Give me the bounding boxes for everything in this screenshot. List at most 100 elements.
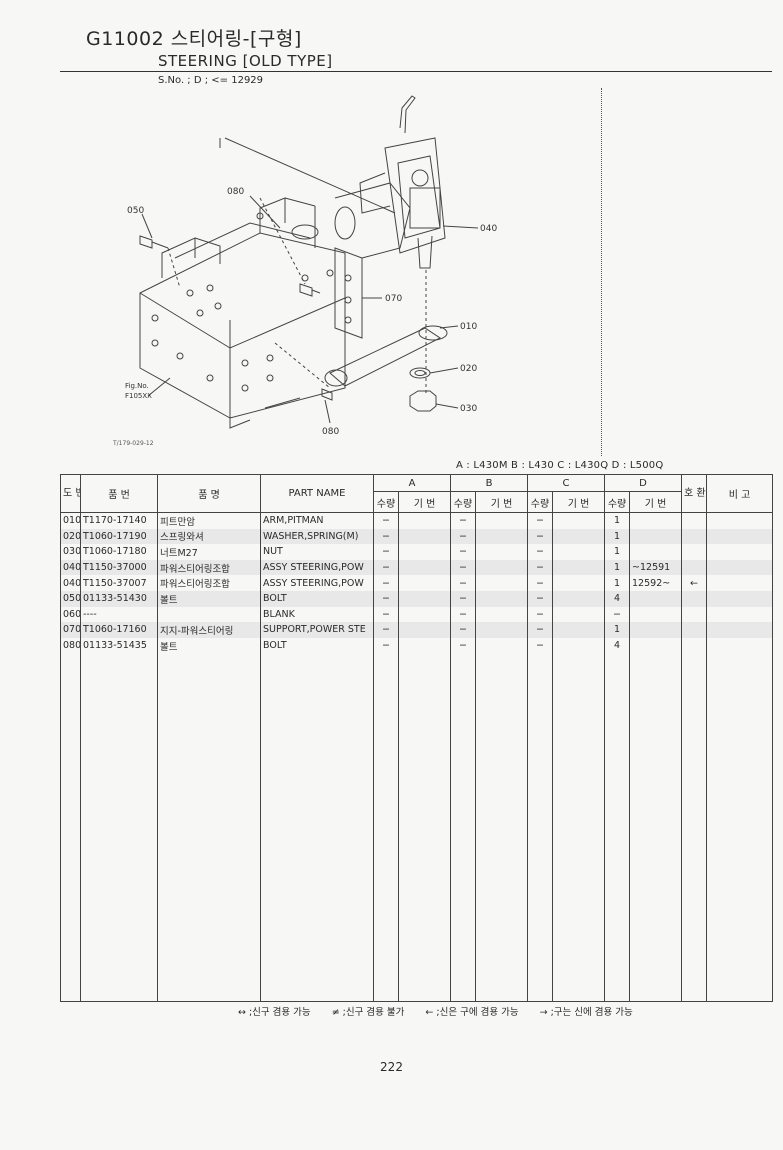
fig-label: Fig.No. <box>125 382 149 390</box>
row-korean-name: 볼트 <box>157 590 261 607</box>
row-period-b <box>475 544 528 560</box>
callout-080-upper: 080 <box>227 187 244 197</box>
row-fig-no: 070 <box>60 622 81 638</box>
empty-cell <box>260 653 374 1003</box>
row-interchange <box>681 590 708 607</box>
row-period-b <box>475 528 528 545</box>
row-period-d <box>629 606 683 623</box>
row-qty-c: − <box>527 590 553 607</box>
row-fig-no: 050 <box>60 590 81 607</box>
page-number: 222 <box>380 1060 403 1074</box>
vertical-divider <box>601 88 602 456</box>
row-part-name: BOLT <box>260 590 374 607</box>
empty-cell <box>706 653 774 1003</box>
row-part-no: ---- <box>80 606 158 623</box>
row-period-d <box>629 622 683 638</box>
row-fig-no: 080 <box>60 637 81 654</box>
row-part-no: T1170-17140 <box>80 512 158 529</box>
row-remarks <box>706 606 774 623</box>
row-period-b <box>475 575 528 591</box>
row-period-d: 12592~ <box>629 575 683 591</box>
row-fig-no: 030 <box>60 544 81 560</box>
row-part-no: 01133-51435 <box>80 637 158 654</box>
header-model-c: C <box>526 474 606 492</box>
row-qty-d: 1 <box>604 512 631 529</box>
row-qty-a: − <box>373 606 399 623</box>
row-period-a <box>398 637 451 654</box>
legend-old-for-new: → ;구는 신에 겸용 가능 <box>539 1007 633 1018</box>
row-period-d <box>629 590 683 607</box>
row-interchange <box>681 544 708 560</box>
legend-new-for-old: ← ;신은 구에 겸용 가능 <box>425 1007 519 1018</box>
parts-table: 도 번 품 번 품 명 PART NAME A B C D 호 환 성 비 고 … <box>60 474 774 1003</box>
legend-not-interchangeable: ≠ ;신구 겸용 불가 <box>331 1007 405 1018</box>
header-period-c: 기 번 <box>551 491 606 513</box>
row-period-d <box>629 544 683 560</box>
row-qty-b: − <box>450 575 476 591</box>
row-part-name: ASSY STEERING,POW <box>260 559 374 576</box>
legend-both-ways: ↔ ;신구 겸용 가능 <box>238 1007 311 1018</box>
row-period-a <box>398 559 451 576</box>
header-remarks: 비 고 <box>706 474 774 513</box>
row-period-d <box>629 637 683 654</box>
fig-number: F105XX <box>125 392 152 400</box>
row-part-no: T1060-17190 <box>80 528 158 545</box>
callout-030: 030 <box>460 404 477 414</box>
row-korean-name: 파워스티어링조합 <box>157 575 261 591</box>
row-qty-d: 1 <box>604 559 631 576</box>
header-period-b: 기 번 <box>475 491 528 513</box>
row-remarks <box>706 544 774 560</box>
row-fig-no: 040 <box>60 559 81 576</box>
row-period-d <box>629 512 683 529</box>
row-qty-a: − <box>373 559 399 576</box>
header-korean-name: 품 명 <box>157 474 261 513</box>
empty-cell <box>373 653 399 1003</box>
row-qty-a: − <box>373 575 399 591</box>
header-fig-no: 도 번 <box>60 474 81 513</box>
row-part-name: ASSY STEERING,POW <box>260 575 374 591</box>
empty-cell <box>551 653 606 1003</box>
empty-cell <box>398 653 451 1003</box>
row-qty-a: − <box>373 637 399 654</box>
callout-020: 020 <box>460 364 477 374</box>
empty-cell <box>604 653 631 1003</box>
row-qty-d: 1 <box>604 528 631 545</box>
header-interchange: 호 환 성 <box>681 474 708 513</box>
row-remarks <box>706 575 774 591</box>
row-qty-d: 4 <box>604 637 631 654</box>
row-interchange <box>681 512 708 529</box>
callout-040: 040 <box>480 224 497 234</box>
row-qty-c: − <box>527 512 553 529</box>
header-qty-b: 수량 <box>450 491 476 513</box>
row-qty-d: 1 <box>604 575 631 591</box>
row-interchange <box>681 637 708 654</box>
row-part-no: T1150-37000 <box>80 559 158 576</box>
row-fig-no: 060 <box>60 606 81 623</box>
section-english-title: STEERING [OLD TYPE] <box>158 52 333 70</box>
row-qty-c: − <box>527 637 553 654</box>
row-korean-name: 지지-파워스티어링 <box>157 622 261 638</box>
row-part-no: T1150-37007 <box>80 575 158 591</box>
row-qty-c: − <box>527 622 553 638</box>
empty-cell <box>450 653 476 1003</box>
row-period-a <box>398 528 451 545</box>
row-qty-b: − <box>450 512 476 529</box>
row-qty-c: − <box>527 575 553 591</box>
row-qty-b: − <box>450 622 476 638</box>
header-period-d: 기 번 <box>629 491 683 513</box>
row-fig-no: 020 <box>60 528 81 545</box>
row-period-c <box>551 512 606 529</box>
row-korean-name: 스프링와셔 <box>157 528 261 545</box>
row-period-a <box>398 622 451 638</box>
callout-080-lower: 080 <box>322 427 339 437</box>
row-interchange <box>681 606 708 623</box>
row-period-a <box>398 575 451 591</box>
row-remarks <box>706 559 774 576</box>
row-part-name: NUT <box>260 544 374 560</box>
